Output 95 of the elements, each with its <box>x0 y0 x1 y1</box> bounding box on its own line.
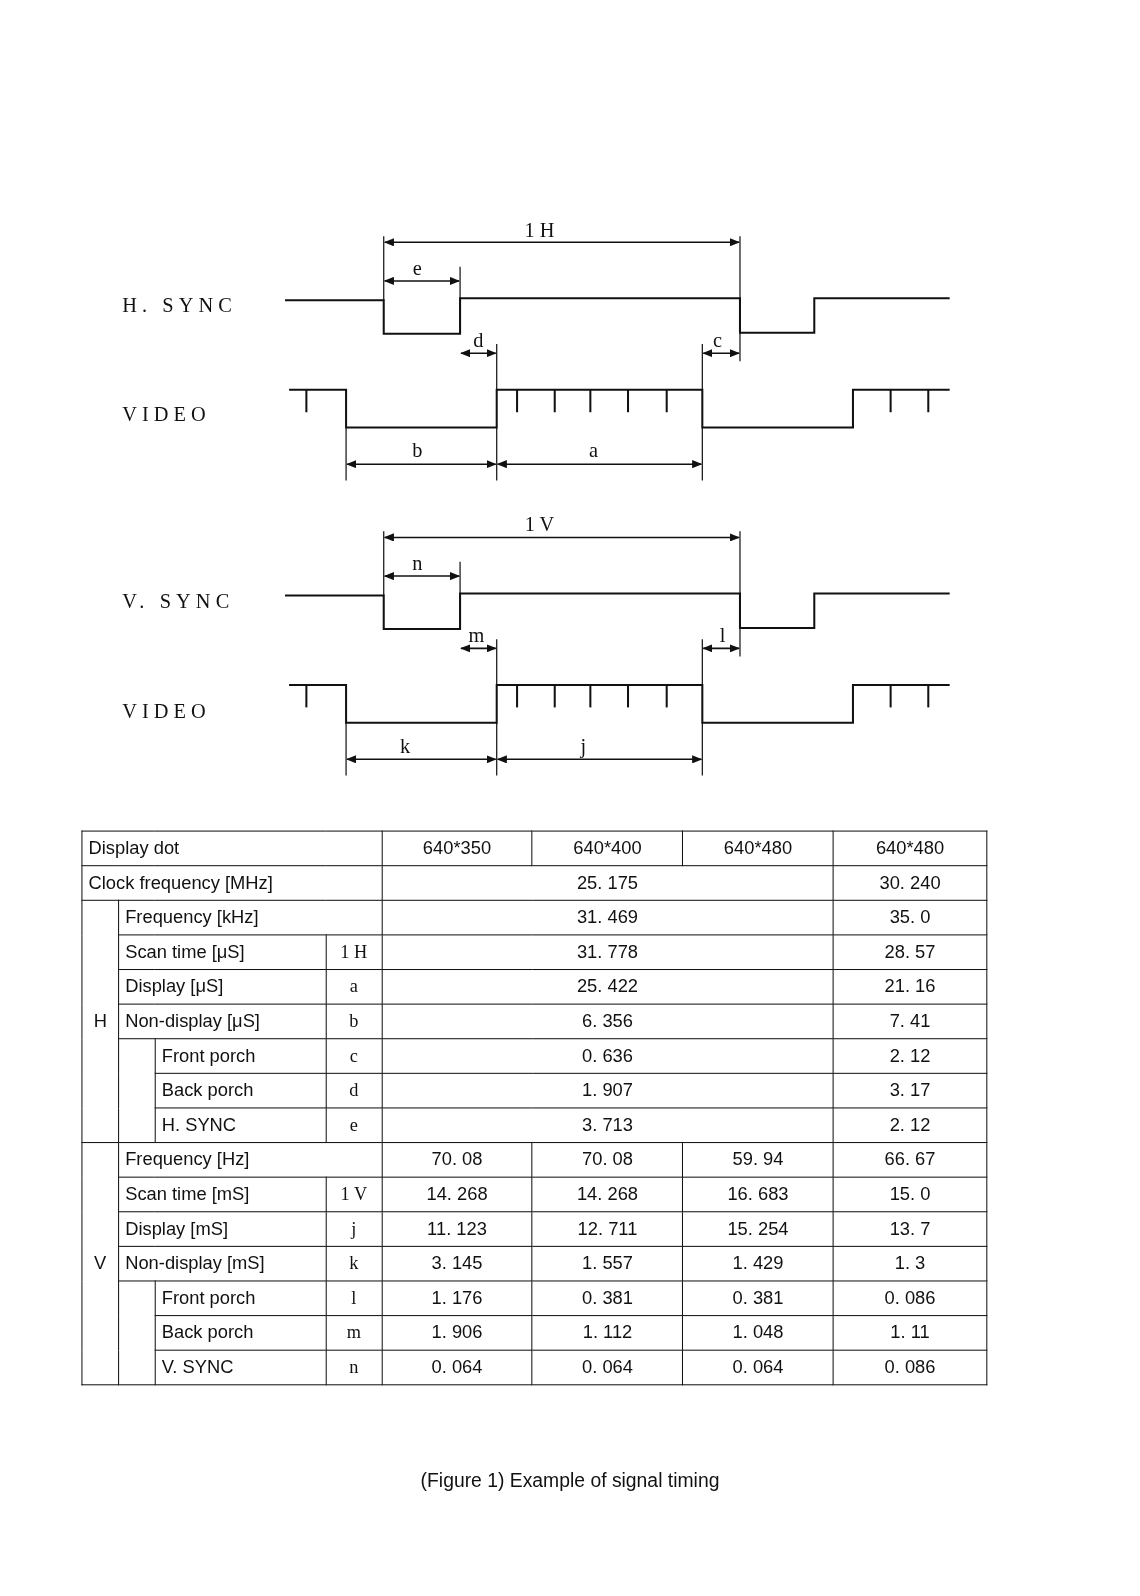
value-text: 31. 778 <box>576 941 639 962</box>
value-text: 0. 636 <box>582 1045 633 1066</box>
dimension-label: m <box>468 623 485 647</box>
value-text: 59. 94 <box>732 1149 784 1170</box>
dimension-label: n <box>412 551 423 575</box>
value-text: 2. 12 <box>889 1045 931 1066</box>
value-text: 15. 254 <box>727 1218 789 1239</box>
value-text: 0. 064 <box>732 1356 784 1378</box>
value-text: 0. 086 <box>884 1356 936 1378</box>
row-label: Display dot <box>88 837 180 859</box>
dimension-label: 1 H <box>524 218 555 242</box>
value-text: 14. 268 <box>576 1183 639 1205</box>
row-label: Frequency [kHz] <box>125 906 259 928</box>
column-header: 640*350 <box>422 837 492 859</box>
dimension-label: d <box>473 328 484 352</box>
value-text: 14. 268 <box>426 1183 488 1205</box>
signal-name: VIDEO <box>122 699 211 722</box>
dimension-label: e <box>412 256 422 279</box>
value-text: 1. 11 <box>890 1322 930 1343</box>
value-text: 0. 086 <box>884 1287 936 1308</box>
signal-name: H. SYNC <box>122 294 237 317</box>
value-text: 1. 112 <box>582 1322 633 1343</box>
dimension-label: k <box>400 734 411 758</box>
symbol-letter: a <box>349 976 358 997</box>
symbol-letter: k <box>349 1253 359 1274</box>
value-text: 12. 711 <box>577 1218 638 1239</box>
column-header: 640*480 <box>723 837 793 859</box>
dimension-label: a <box>588 438 598 462</box>
row-label: Non-display [mS] <box>125 1253 265 1274</box>
dimension-label: j <box>580 734 587 758</box>
value-text: 70. 08 <box>431 1149 483 1170</box>
symbol-letter: b <box>349 1010 359 1032</box>
row-label: Front porch <box>161 1045 256 1066</box>
symbol-letter: 1 H <box>340 941 368 962</box>
column-header: 640*400 <box>573 837 642 859</box>
row-label: Back porch <box>161 1079 254 1101</box>
value-text: 1. 3 <box>894 1253 926 1274</box>
value-text: 2. 12 <box>889 1114 931 1135</box>
value-text: 31. 469 <box>576 906 639 928</box>
row-label: Display [μS] <box>125 976 224 997</box>
value-text: 1. 557 <box>582 1253 633 1274</box>
value-text: 25. 175 <box>576 872 639 893</box>
value-text: 13. 7 <box>889 1218 931 1239</box>
value-text: 3. 713 <box>582 1114 633 1135</box>
row-label: Scan time [μS] <box>125 941 245 962</box>
value-text: 66. 67 <box>884 1149 936 1170</box>
symbol-letter: d <box>349 1079 359 1101</box>
symbol-letter: 1 V <box>340 1183 368 1205</box>
value-text: 3. 145 <box>431 1253 483 1274</box>
group-label: V <box>94 1253 107 1274</box>
symbol-letter: c <box>349 1045 358 1066</box>
row-label: V. SYNC <box>161 1356 234 1378</box>
value-text: 21. 16 <box>884 976 936 997</box>
row-label: Frequency [Hz] <box>125 1149 250 1170</box>
symbol-letter: j <box>351 1218 357 1239</box>
value-text: 1. 907 <box>582 1079 633 1101</box>
row-label: Display [mS] <box>125 1218 228 1239</box>
row-label: Clock frequency [MHz] <box>88 872 273 893</box>
dimension-label: l <box>719 623 726 647</box>
value-text: 3. 17 <box>889 1079 931 1101</box>
symbol-letter: n <box>349 1356 359 1378</box>
value-text: 6. 356 <box>582 1010 633 1032</box>
value-text: 30. 240 <box>879 872 941 893</box>
signal-name: VIDEO <box>122 403 211 426</box>
row-label: Front porch <box>161 1287 256 1308</box>
column-header: 640*480 <box>875 837 945 859</box>
value-text: 0. 064 <box>582 1356 633 1378</box>
value-text: 28. 57 <box>884 941 936 962</box>
dimension-label: b <box>412 438 423 462</box>
value-text: 35. 0 <box>889 906 931 928</box>
group-label: H <box>93 1010 107 1032</box>
signal-name: V. SYNC <box>122 589 235 612</box>
row-label: Back porch <box>161 1322 254 1343</box>
value-text: 1. 176 <box>431 1287 483 1308</box>
value-text: 11. 123 <box>427 1218 487 1239</box>
row-label: H. SYNC <box>161 1114 237 1135</box>
value-text: 1. 048 <box>732 1322 784 1343</box>
value-text: 1. 429 <box>732 1253 784 1274</box>
row-label: Scan time [mS] <box>125 1183 250 1205</box>
row-label: Non-display [μS] <box>125 1010 260 1032</box>
figure-caption: (Figure 1) Example of signal timing <box>420 1469 720 1492</box>
value-text: 70. 08 <box>582 1149 633 1170</box>
dimension-label: 1 V <box>524 513 555 536</box>
value-text: 1. 906 <box>431 1322 483 1343</box>
symbol-letter: m <box>346 1322 361 1343</box>
dimension-label: c <box>713 328 723 352</box>
symbol-letter: e <box>349 1114 358 1135</box>
value-text: 0. 381 <box>732 1287 784 1308</box>
value-text: 7. 41 <box>889 1010 931 1032</box>
value-text: 0. 064 <box>431 1356 483 1378</box>
value-text: 0. 381 <box>582 1287 633 1308</box>
symbol-letter: l <box>351 1287 357 1308</box>
value-text: 25. 422 <box>576 976 639 997</box>
value-text: 16. 683 <box>727 1183 789 1205</box>
value-text: 15. 0 <box>889 1183 931 1205</box>
